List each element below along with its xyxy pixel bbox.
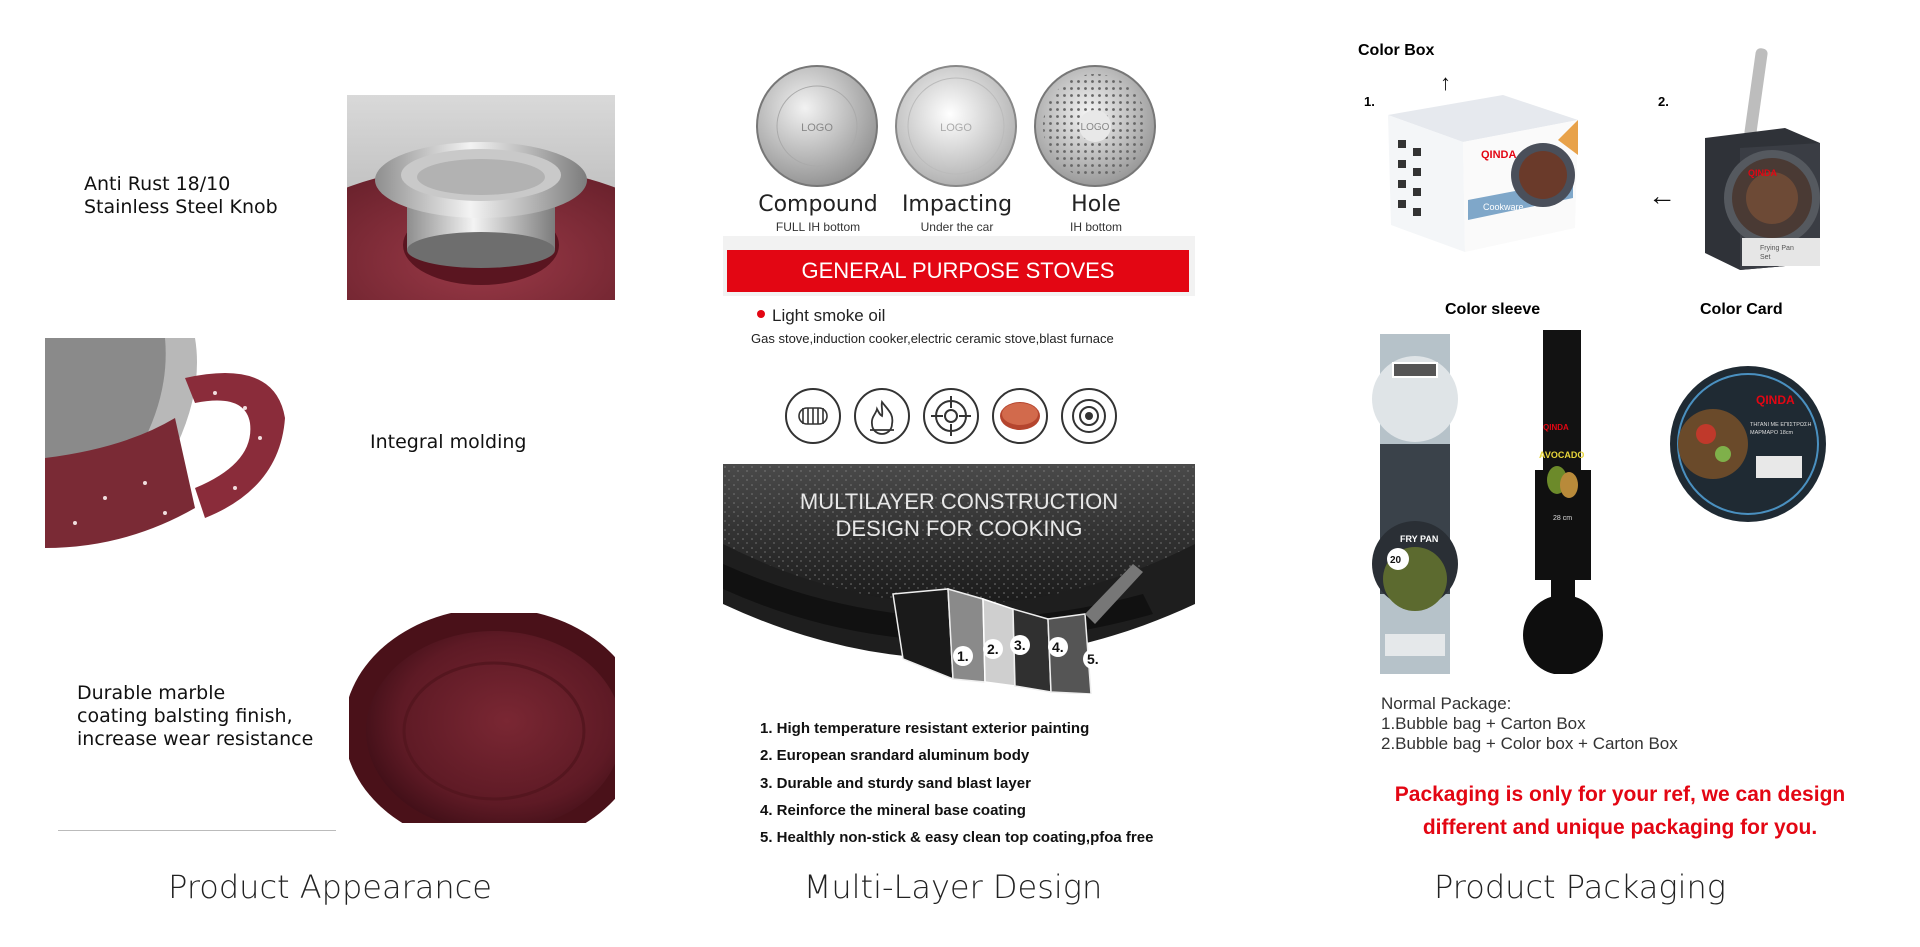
packaging-note: Packaging is only for your ref, we can d… [1394, 783, 1846, 839]
svg-text:Set: Set [1760, 254, 1771, 261]
induction-coil-icon [785, 388, 841, 444]
color-box-label: Color Box [1358, 42, 1435, 59]
disc-sub-compound: FULL IH bottom [775, 220, 861, 234]
normal-package-title: Normal Package: [1381, 694, 1512, 713]
normal-package-item: 1.Bubble bag + Carton Box [1381, 714, 1586, 733]
svg-text:Cookware: Cookware [1483, 202, 1524, 212]
caption-appearance: Product Appearance [168, 868, 492, 906]
disc-compound: LOGO [755, 64, 880, 194]
stoves-banner: GENERAL PURPOSE STOVES [727, 250, 1189, 292]
svg-text:4.: 4. [1052, 639, 1064, 655]
gas-flame-icon [854, 388, 910, 444]
disc-label-impacting: Impacting [901, 192, 1013, 217]
burner-grate-icon [923, 388, 979, 444]
svg-text:QINDA: QINDA [1756, 393, 1795, 407]
svg-text:20: 20 [1390, 555, 1402, 566]
normal-package-item: 2.Bubble bag + Color box + Carton Box [1381, 734, 1678, 753]
svg-text:1.: 1. [957, 648, 969, 664]
svg-text:DESIGN FOR COOKING: DESIGN FOR COOKING [836, 516, 1083, 541]
ceramic-plate-icon [992, 388, 1048, 444]
svg-text:5.: 5. [1087, 651, 1099, 667]
layer-item: 5. Healthly non-stick & easy clean top c… [760, 829, 1154, 846]
caption-packaging: Product Packaging [1434, 868, 1726, 906]
svg-text:QINDA: QINDA [1543, 423, 1569, 432]
layer-item: 1. High temperature resistant exterior p… [760, 720, 1090, 737]
feature-molding: Integral molding [370, 431, 527, 453]
light-smoke-oil: Light smoke oil [772, 306, 886, 325]
disc-sub-impacting: Under the car [920, 220, 994, 234]
svg-text:LOGO: LOGO [940, 122, 972, 134]
coating-photo [349, 613, 615, 823]
layer-item: 2. European srandard aluminum body [760, 747, 1030, 764]
svg-text:QINDA: QINDA [1748, 168, 1778, 178]
svg-text:FRY PAN: FRY PAN [1400, 534, 1438, 544]
svg-text:MULTILAYER CONSTRUCTION: MULTILAYER CONSTRUCTION [800, 489, 1118, 514]
caption-multilayer: Multi-Layer Design [803, 868, 1103, 906]
svg-text:Frying Pan: Frying Pan [1760, 245, 1794, 252]
package-number-2: 2. [1658, 94, 1669, 109]
svg-text:ΤΗΓΑΝΙ ΜΕ ΕΠΙΣΤΡΩΣΗ: ΤΗΓΑΝΙ ΜΕ ΕΠΙΣΤΡΩΣΗ [1750, 422, 1811, 428]
disc-label-hole: Hole [1071, 192, 1121, 217]
pan-box-image: QINDA Frying Pan Set [1700, 48, 1825, 270]
color-sleeve-label: Color sleeve [1445, 301, 1541, 318]
disc-label-compound: Compound [758, 192, 878, 217]
feature-coating: Durable marble coating balsting finish, … [77, 682, 314, 750]
halogen-hob-icon [1061, 388, 1117, 444]
arrow-left-icon: ← [1648, 180, 1676, 211]
feature-knob: Anti Rust 18/10 Stainless Steel Knob [84, 173, 278, 218]
disc-sub-hole: IH bottom [1069, 220, 1123, 234]
arrow-up-icon: ↑ [1440, 70, 1451, 95]
svg-text:AVOCADO: AVOCADO [1539, 450, 1584, 460]
svg-text:28 cm: 28 cm [1553, 515, 1572, 522]
knob-photo [347, 95, 615, 300]
bullet-dot [757, 310, 765, 318]
svg-text:LOGO: LOGO [801, 122, 833, 134]
sleeve-black-image: QINDA AVOCADO 28 cm [1515, 330, 1610, 675]
stove-types: Gas stove,induction cooker,electric cera… [751, 331, 1114, 346]
package-number-1: 1. [1364, 94, 1375, 109]
handle-photo [45, 338, 285, 548]
svg-text:LOGO: LOGO [1081, 122, 1110, 133]
disc-impacting: LOGO [894, 64, 1019, 194]
normal-package: Normal Package: 1.Bubble bag + Carton Bo… [1381, 694, 1678, 754]
layer-item: 4. Reinforce the mineral base coating [760, 802, 1026, 819]
svg-text:ΜΑΡΜΑΡΟ 18cm: ΜΑΡΜΑΡΟ 18cm [1750, 430, 1794, 436]
svg-text:QINDA: QINDA [1481, 149, 1517, 161]
color-card-label: Color Card [1700, 301, 1783, 318]
svg-text:3.: 3. [1014, 637, 1026, 653]
color-box-image: QINDA Cookware [1383, 80, 1583, 255]
disc-hole: LOGO [1033, 64, 1158, 194]
sleeve-grey-image: 20 FRY PAN [1370, 334, 1460, 674]
svg-text:2.: 2. [987, 641, 999, 657]
construction-image: 1. 2. 3. 4. 5. MULTILAYER CONSTRUCTION D… [723, 464, 1195, 695]
layer-item: 3. Durable and sturdy sand blast layer [760, 775, 1031, 792]
color-card-image: QINDA ΤΗΓΑΝΙ ΜΕ ΕΠΙΣΤΡΩΣΗ ΜΑΡΜΑΡΟ 18cm [1668, 364, 1828, 524]
divider-line [58, 830, 336, 831]
